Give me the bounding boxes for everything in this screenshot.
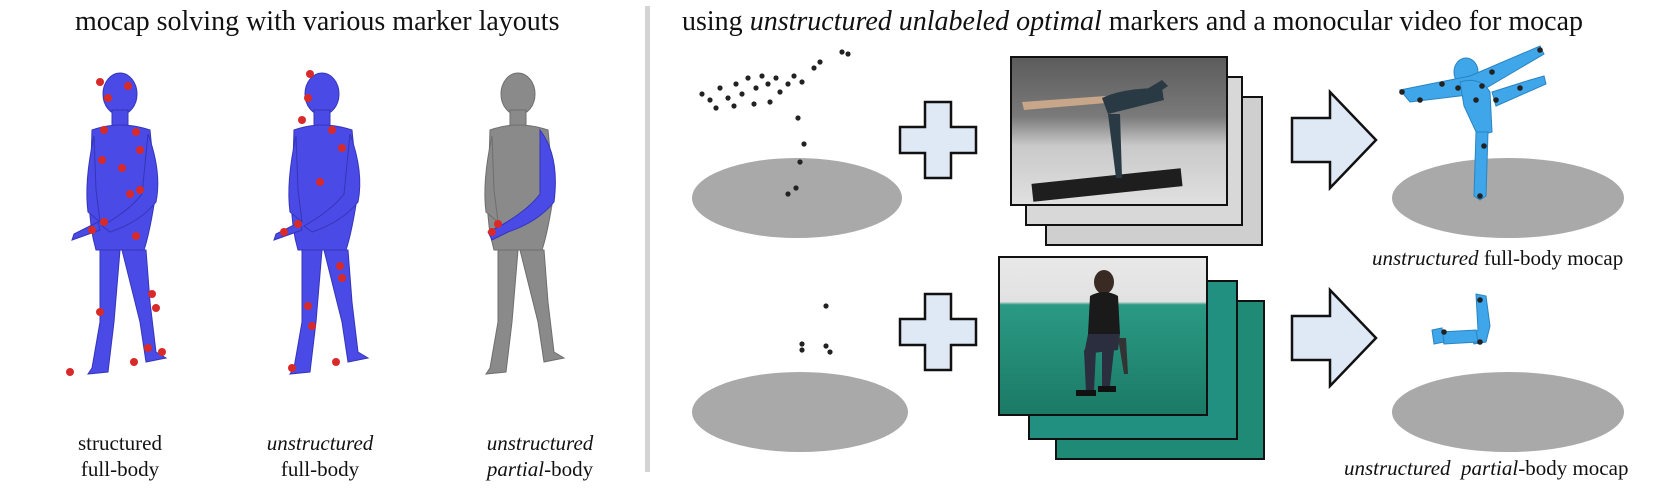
- right-panel-title: using unstructured unlabeled optimal mar…: [682, 6, 1583, 37]
- row2-video-frame: [998, 256, 1208, 416]
- figure-structured-full-body: [66, 72, 168, 376]
- left-panel-title: mocap solving with various marker layout…: [75, 6, 560, 37]
- row1-video-frame: [1010, 56, 1228, 206]
- row1-result-full-body: [1392, 45, 1624, 238]
- row2-arrow-icon: [1290, 286, 1378, 390]
- row2-video-person: [1076, 270, 1128, 396]
- row1-arrow-icon: [1290, 88, 1378, 192]
- row2-result-partial-body: [1392, 293, 1624, 452]
- caption-unstructured-full-body: unstructured full-body: [266, 431, 374, 481]
- row1-marker-cloud: [692, 49, 902, 238]
- row2-marker-cloud: [692, 303, 908, 452]
- row2-caption: unstructured partial-body mocap: [1344, 456, 1629, 480]
- panel-divider: [645, 6, 650, 472]
- figure-unstructured-full-body: [273, 70, 370, 375]
- caption-structured-full-body: structured full-body: [78, 431, 162, 481]
- row1-plus-icon: [898, 100, 978, 180]
- row1-video-person: [1022, 80, 1183, 202]
- figure-unstructured-partial-body: [484, 72, 566, 375]
- row1-caption: unstructured full-body mocap: [1372, 246, 1624, 270]
- row2-plus-icon: [898, 292, 978, 372]
- caption-unstructured-partial-body: unstructured partial-body: [486, 431, 594, 481]
